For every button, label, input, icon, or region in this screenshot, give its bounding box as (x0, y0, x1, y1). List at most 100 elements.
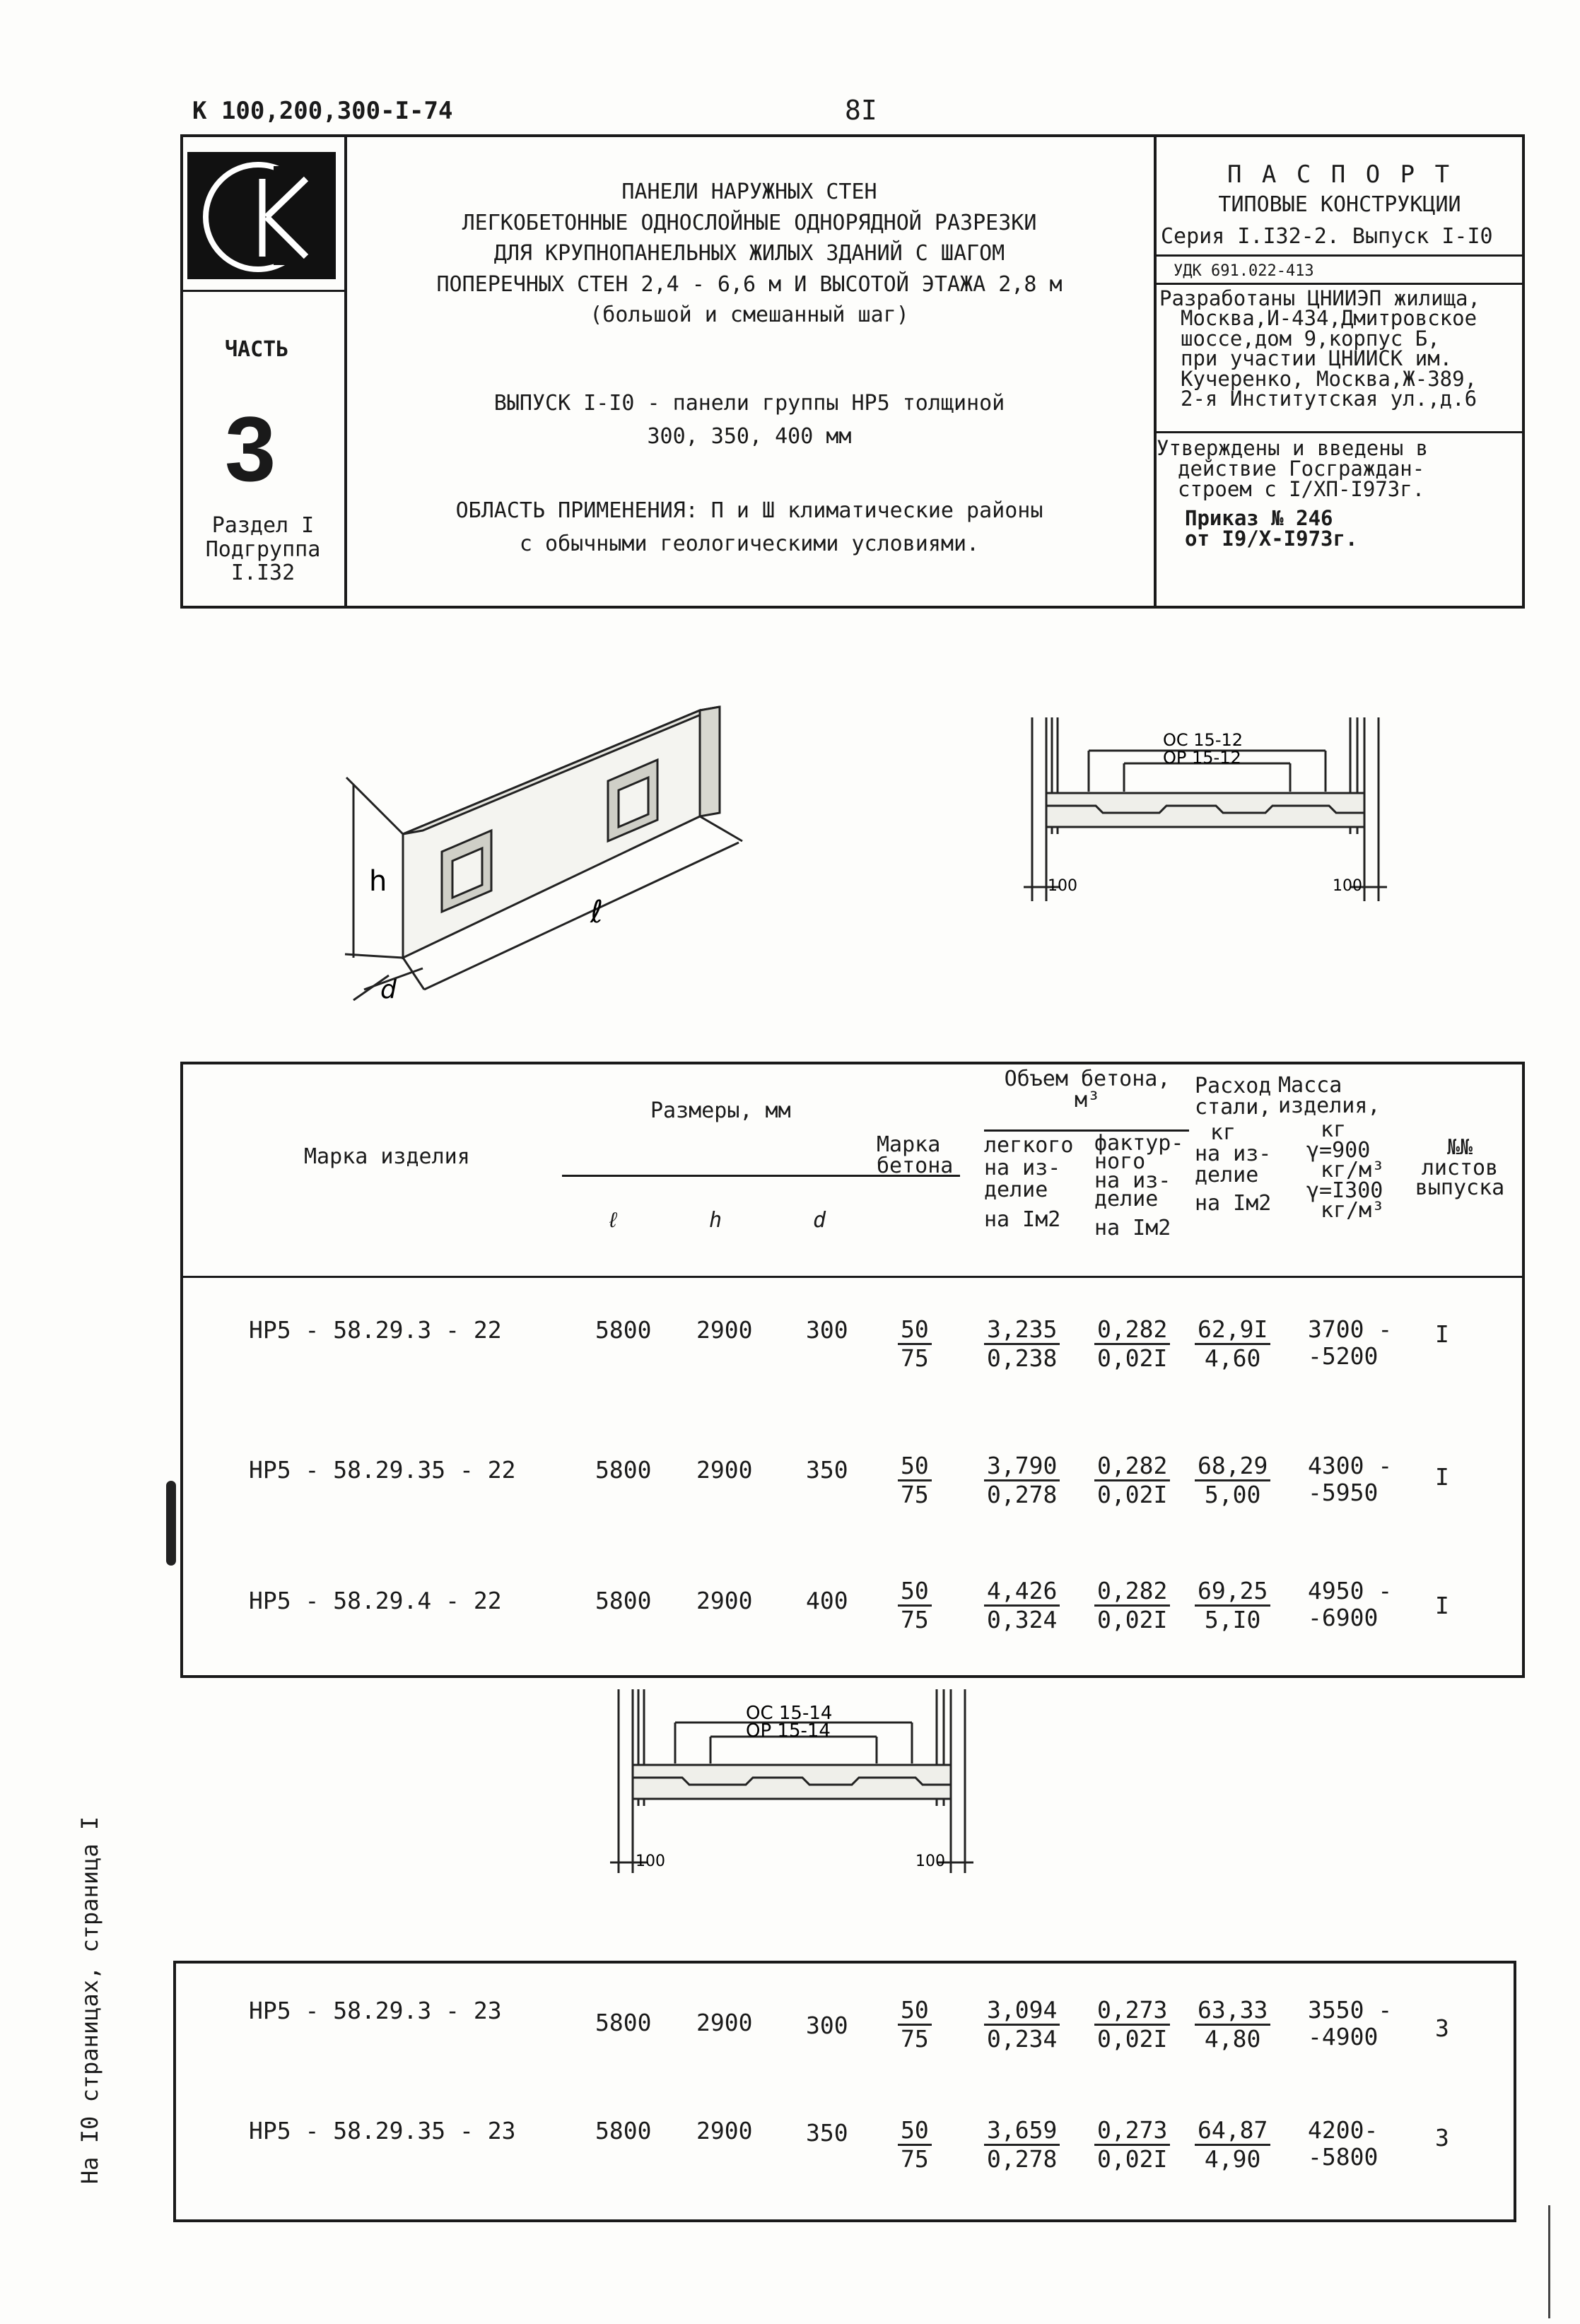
height-label: h (369, 865, 387, 898)
scan-artifact (1548, 2205, 1550, 2318)
section-label: ОС 15-14 (746, 1703, 832, 1724)
header-volume: Объем бетона, м³ (981, 1069, 1193, 1111)
title-line: ЛЕГКОБЕТОННЫЕ ОДНОСЛОЙНЫЕ ОДНОРЯДНОЙ РАЗ… (462, 210, 1037, 235)
section-label: ОР 15-12 (1163, 748, 1241, 768)
value-top: 4300 - (1308, 1452, 1393, 1479)
value-bottom: 75 (901, 1344, 929, 1372)
header-line: делие (1195, 1163, 1259, 1187)
value-top: 4200- (1308, 2116, 1379, 2144)
section-line: Раздел I (211, 513, 315, 538)
cell-mark: НР5 - 58.29.4 - 22 (249, 1587, 502, 1614)
value-bottom: 0,278 (987, 2144, 1058, 2173)
part-number: 3 (225, 397, 276, 500)
section-drawing-middle: ОС 15-14 ОР 15-14 100 100 (610, 1689, 973, 1873)
cell-length: 5800 (595, 1316, 652, 1344)
passport-udk: УДК 691.022-413 (1174, 262, 1314, 280)
passport-subtitle: ТИПОВЫЕ КОНСТРУКЦИИ (1218, 192, 1461, 217)
value-top: 50 (898, 1578, 932, 1607)
header-line: γ=I300 (1306, 1178, 1383, 1203)
developer-line: при участии ЦНИИСК им. (1181, 346, 1453, 371)
approval-line: Утверждены и введены в (1157, 436, 1429, 460)
cell-mark: НР5 - 58.29.3 - 23 (249, 1997, 502, 2024)
section-info: Раздел I Подгруппа I.I32 (199, 514, 327, 585)
title-line: (большой и смешанный шаг) (590, 303, 909, 327)
section-label: ОС 15-12 (1163, 730, 1243, 750)
value-bottom: 0,234 (987, 2024, 1058, 2053)
passport-developer: Разработаны ЦНИИЭП жилища, Москва,И-434,… (1159, 288, 1480, 409)
cell-mark: НР5 - 58.29.35 - 23 (249, 2117, 516, 2144)
value-top: 50 (898, 1997, 932, 2026)
header-line: делие (1094, 1187, 1159, 1212)
cell-sheet: I (1435, 1592, 1449, 1619)
header-line: листов (1421, 1155, 1499, 1180)
cell-sheet: I (1435, 1463, 1449, 1491)
header-line: выпуска (1415, 1175, 1505, 1200)
cell-sheet: 3 (1435, 2124, 1449, 2152)
passport-title: П А С П О Р Т (1227, 160, 1453, 189)
value-bottom: -5200 (1308, 1342, 1379, 1370)
header-line: м³ (1074, 1088, 1101, 1113)
cell-mark: НР5 - 58.29.35 - 22 (249, 1456, 516, 1484)
value-top: 50 (898, 1452, 932, 1481)
issue-line: 300, 350, 400 мм (647, 423, 852, 449)
cell-thickness: 400 (806, 1587, 848, 1614)
dimension-label: 100 (915, 1853, 945, 1870)
length-label: ℓ (590, 894, 603, 930)
header-length: ℓ (607, 1208, 620, 1233)
cell-height: 2900 (696, 2117, 753, 2144)
value-bottom: 75 (901, 1480, 929, 1508)
value-top: 0,282 (1094, 1452, 1171, 1481)
developer-line: Москва,И-434,Дмитровское (1181, 306, 1477, 331)
header-thickness: d (813, 1208, 826, 1233)
value-top: 0,273 (1094, 1997, 1171, 2026)
value-bottom: 0,02I (1097, 1344, 1168, 1372)
developer-line: Разработаны ЦНИИЭП жилища, (1159, 286, 1480, 310)
header-line: фактур- (1094, 1131, 1184, 1156)
value-bottom: -4900 (1308, 2022, 1379, 2050)
value-bottom: 0,02I (1097, 2144, 1168, 2173)
scope-line: ОБЛАСТЬ ПРИМЕНЕНИЯ: П и Ш климатические … (455, 498, 1043, 523)
header-line: №№ (1446, 1135, 1473, 1160)
title-line: ПАНЕЛИ НАРУЖНЫХ СТЕН (621, 180, 877, 204)
header-height: h (709, 1208, 722, 1233)
value-top: 64,87 (1195, 2117, 1271, 2146)
page-count-note: На I0 страницах, страница I (76, 1816, 103, 2184)
panel-isometric-drawing: h ℓ d (344, 705, 743, 1004)
value-top: 3,790 (984, 1452, 1060, 1481)
passport-series: Серия I.I32-2. Выпуск I-I0 (1161, 224, 1493, 249)
logo-mark-icon (203, 162, 330, 272)
section-line: Подгруппа (205, 536, 321, 562)
value-top: 3,659 (984, 2117, 1060, 2146)
issue-line: ВЫПУСК I-I0 - панели группы НР5 толщиной (493, 391, 1005, 416)
cell-mass: 4200--5800 (1308, 2117, 1378, 2171)
value-top: 62,9I (1195, 1316, 1271, 1345)
value-top: 50 (898, 1316, 932, 1345)
header-line: на Iм2 (984, 1207, 1061, 1232)
value-top: 3,235 (984, 1316, 1060, 1345)
value-bottom: 0,324 (987, 1605, 1058, 1633)
header-line: Масса (1278, 1073, 1342, 1098)
header-steel: Расход стали, кг на из- делие на Iм2 (1195, 1076, 1271, 1214)
header-line: γ=900 (1306, 1137, 1371, 1163)
header-line: кг (1321, 1117, 1347, 1142)
document-title: ПАНЕЛИ НАРУЖНЫХ СТЕН ЛЕГКОБЕТОННЫЕ ОДНОС… (353, 177, 1145, 331)
value-bottom: 4,80 (1204, 2024, 1261, 2053)
dimension-label: 100 (1333, 877, 1362, 895)
value-bottom: 0,02I (1097, 1605, 1168, 1633)
title-line: ПОПЕРЕЧНЫХ СТЕН 2,4 - 6,6 м И ВЫСОТОЙ ЭТ… (436, 271, 1063, 297)
value-top: 3700 - (1308, 1315, 1393, 1343)
cell-mass: 3550 --4900 (1308, 1997, 1392, 2050)
header-line: ного (1094, 1149, 1146, 1175)
value-bottom: 0,02I (1097, 1480, 1168, 1508)
cell-length: 5800 (595, 2009, 652, 2036)
cell-thickness: 350 (806, 1456, 848, 1484)
cell-length: 5800 (595, 1587, 652, 1614)
cell-thickness: 300 (806, 1316, 848, 1344)
